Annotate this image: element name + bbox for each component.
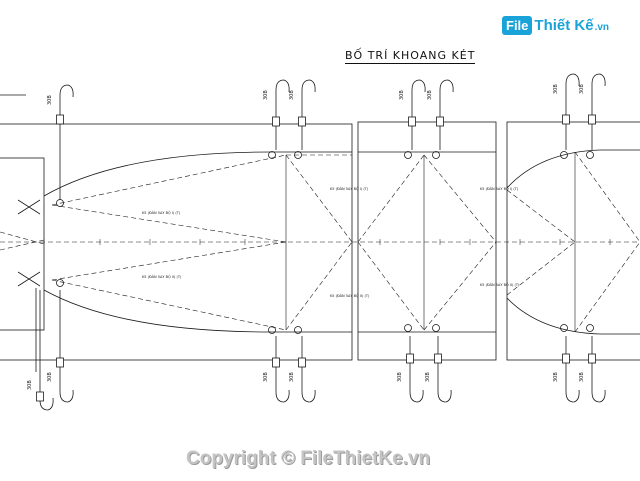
pile-hook [591,73,606,87]
brace-r1 [506,189,576,243]
pile-hook [301,389,316,403]
pile-tag-label: 30B [579,372,585,382]
pile-tag-label: 30B [397,372,403,382]
hull-frame-middle [357,121,497,361]
pile-hook [439,79,454,93]
anchor-point [404,151,412,159]
bow-curve-upper [43,151,352,197]
bow-xmark-top [17,199,41,215]
hull-frame-right [506,121,640,361]
bow-spur-1 [0,231,45,245]
anchor-point [268,151,276,159]
brace-r4 [574,241,640,333]
brace-note: K5 (ĐÂN 5ΔY BỘ II) (T) [142,274,182,279]
bow-spur-2 [0,239,45,251]
brace-l4 [51,279,287,331]
brace-note: K5 (ĐÂN 5ΔY BỘ II) (T) [480,282,520,287]
anchor-point [294,151,302,159]
pile-tag-box [272,357,280,368]
brace-m2 [357,241,425,331]
anchor-point [432,151,440,159]
copyright-watermark: Copyright © FileThietKe.vn [186,448,431,469]
bow-xmark-bottom [17,271,41,287]
pile-hook [39,397,54,411]
anchor-point [268,326,276,334]
pile-tag-label: 30B [263,90,269,100]
drawing-title: BỐ TRÍ KHOANG KÉT [345,49,476,62]
stern-curve-lower [506,297,640,335]
pile-tag-box [562,353,570,364]
pile-tag-box [56,114,64,125]
brace-m3 [423,154,497,243]
pile-tag-label: 30B [399,90,405,100]
brace-m4 [423,241,497,331]
pile-tag-box [56,357,64,368]
bow-block [0,157,45,331]
pile-tag-box [436,116,444,127]
anchor-point [294,326,302,334]
pile-hook [59,84,74,98]
anchor-point [586,324,594,332]
pile-tag-box [272,116,280,127]
anchor-point [404,324,412,332]
logo-tld: .vn [594,22,610,33]
brace-m1 [357,154,425,243]
pile-tag-label: 30B [47,372,53,382]
brace-note: K5 (ĐÂN 5ΔY BỘ I) (T) [480,186,519,191]
pile-tag-box [588,353,596,364]
pile-tag-label: 30B [425,372,431,382]
pile-hook [59,389,74,403]
pile-tag-label: 30B [427,90,433,100]
brace-r2 [506,241,576,296]
pile-tag-box [36,391,44,402]
pile-tag-box [408,116,416,127]
pile-hook [409,389,424,403]
pile-hook [565,389,580,403]
pile-tag-box [298,116,306,127]
logo-file-badge: File [502,16,533,35]
pile-tag-label: 30B [27,380,33,390]
pile-tag-label: 30B [553,372,559,382]
pile-tag-box [562,114,570,125]
pile-hook [275,389,290,403]
pile-tag-label: 30B [553,84,559,94]
pile-tag-label: 30B [47,95,53,105]
pile-hook [411,79,426,93]
brace-note: K5 (ĐÂN 5ΔY BỘ II) (T) [330,293,370,298]
brace-note: K5 (ĐÂN 5ΔY BỘ I) (T) [330,186,369,191]
pile-tag-label: 30B [289,372,295,382]
anchor-point [56,279,64,287]
pile-hook [275,79,290,93]
brace-r3 [574,151,640,243]
pile-hook [591,389,606,403]
pile-hook [301,79,316,93]
brand-logo: File Thiết Kế .vn [502,16,609,35]
bow-curve-lower [43,289,352,333]
logo-name: Thiết Kế [534,17,594,34]
pile-tag-box [588,114,596,125]
pile-tag-label: 30B [579,84,585,94]
pile-tag-box [406,353,414,364]
pile-hook [437,389,452,403]
anchor-point [586,151,594,159]
stern-curve-upper [506,149,640,189]
pile-tag-label: 30B [263,372,269,382]
anchor-point [560,324,568,332]
brace-note: K5 (ĐÂN 5ΔY BỘ I) (T) [142,210,181,215]
pile-tag-box [434,353,442,364]
pile-tag-label: 30B [289,90,295,100]
brace-l6 [285,241,353,331]
anchor-point [560,151,568,159]
brace-l5 [285,154,353,243]
anchor-point [432,324,440,332]
pile-hook [565,73,580,87]
brace-l3 [51,154,287,206]
pile-tag-box [298,357,306,368]
